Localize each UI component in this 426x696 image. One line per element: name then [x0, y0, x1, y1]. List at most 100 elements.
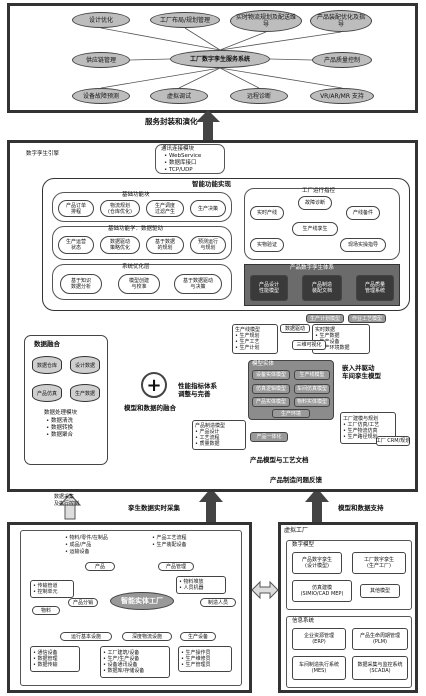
cyl-product-sim: 产品仿真 [32, 384, 62, 402]
fc-node-6: 现场实操指导 [340, 238, 386, 252]
data-proc-title: 数据处理模块 [44, 410, 78, 416]
pt-node-2: 产品制造 装配文档 [302, 275, 342, 301]
service-oval-3: 实时物流规划及配送维导 [230, 10, 302, 32]
model-1: 产品数字孪生 (设计模型) [292, 552, 342, 574]
smart-function-title: 智能功能实现 [192, 180, 231, 188]
system-mes: 车间制造执行系统 (MES) [292, 656, 346, 680]
service-oval-1: 设计优化 [72, 12, 130, 28]
system-plm: 产品生命周期管理 (PLM) [352, 628, 408, 650]
smart-node-3-3: 基于数据驱动 与决策 [174, 274, 222, 294]
cyl-design-data: 设计数据 [70, 356, 100, 374]
engine-title: 数字孪生引擎 [26, 151, 60, 157]
smart-row-3-title: 系统优化层 [122, 264, 150, 270]
product-twin-title: 产品数字孪生体系 [290, 265, 335, 271]
bl-label-material: 物料 [32, 606, 60, 615]
feedback-label: 产品制造问题反馈 [270, 476, 322, 484]
bl-top-item-2: • 产品工艺流程 • 生产装配设备 [152, 535, 187, 548]
info-system-title: 信息系统 [292, 618, 315, 624]
data-proc-2: • 数据转换 [46, 425, 73, 431]
bl-box-2: • 物料堆放 • 人员机器 [176, 576, 226, 594]
fc-node-2: 故障诊断 [298, 196, 332, 210]
model-4: 其他模型 [360, 584, 400, 598]
model-entity-title: 模型实体 [252, 361, 275, 367]
cyl-data-warehouse: 数据仓库 [32, 356, 62, 374]
service-oval-8: 虚拟调试 [150, 88, 208, 104]
service-center-oval: 工厂数字孪生服务系统 [170, 50, 270, 68]
service-oval-2: 工厂布局/规划管理 [150, 12, 220, 28]
system-scada: 数据采集与监控系统 (SCADA) [352, 656, 408, 680]
smart-node-2-4: 预测运行 与规划 [190, 236, 226, 254]
model-cell-4: 车间仿真模型 [294, 384, 330, 394]
smart-node-1-3: 生产调度 过滤产生 [146, 200, 184, 217]
cyl-production-data: 生产数据 [70, 384, 100, 402]
pt-node-3: 产品质量 管理系统 [356, 275, 394, 301]
smart-node-3-1: 基于知识 数据分析 [60, 274, 102, 294]
service-oval-4: 产品装配优化及指导 [310, 10, 372, 32]
model-cell-7: 生产环境 [272, 409, 310, 418]
comm-module: 通讯连接模块 • WebService • 数据库接口 • TCP/UDP [155, 144, 225, 174]
plus-icon: + [141, 372, 167, 398]
bl-label-product-mgmt: 产品管理 [158, 562, 194, 571]
smart-row-1-title: 基础功能块 [122, 192, 150, 198]
fc-node-4: 生产线孪生 [292, 222, 338, 236]
smart-node-2-3: 基于数据 的规划 [146, 236, 184, 254]
tag-process-model: 作业工艺模型 [348, 314, 386, 323]
fc-node-1: 实时产线 [250, 206, 284, 220]
smart-node-2-2: 数据驱动 策略优化 [100, 236, 140, 254]
fc-node-3: 产线备件 [346, 206, 380, 220]
left-collect-label: 数据采集 及执行控制 [54, 494, 80, 507]
comm-line-1: 通讯连接模块 [161, 146, 195, 152]
bl-box-1: • 传输管道 • 控制单元 [30, 580, 74, 598]
service-oval-7: 设备故障预测 [72, 88, 130, 104]
smart-node-1-1: 产品订单 排程 [58, 200, 94, 217]
fc-node-5: 实物验证 [250, 238, 284, 252]
bl-top-item-1: • 物料/零件/在制品 • 成品/产品 • 运输设备 [65, 535, 108, 555]
realtime-collect-label: 孪生数据实时采集 [128, 504, 180, 512]
comm-line-3: • 数据库接口 [164, 160, 197, 166]
model-support-label: 模型和数据支持 [338, 504, 384, 512]
bl-box-3: • 通信设备 • 数据管理 • 数据传输 [30, 646, 80, 672]
cycle-node-5: 产品一体化 [250, 432, 288, 442]
cycle-node-1: 生产线模型 • 生产规划 • 生产工艺 • 生产计划 [232, 324, 278, 354]
comm-line-2: • WebService [164, 153, 202, 159]
smart-factory-oval: 智能实体工厂 [110, 592, 174, 610]
cycle-node-6: 三维可视化 [292, 340, 326, 350]
fusion-label: 模型和数据的融合 [124, 404, 176, 412]
tag-plan-model: 生产计划模型 [306, 314, 344, 323]
cycle-node-4: 工厂建模与规划 • 工厂仿真/工艺 • 生产物流仿真 • 生产路径规划 [340, 412, 396, 444]
model-cell-1: 设备实体模型 [252, 370, 290, 380]
virtual-factory-title: 虚拟工厂 [284, 527, 309, 534]
smart-node-1-2: 物流规划 (仓库优化) [100, 200, 140, 217]
perf-label: 性能指标体系 调整与完善 [178, 382, 217, 398]
model-cell-6: 物料实体模型 [294, 397, 330, 407]
bl-label-product: 产品 [85, 562, 115, 571]
cycle-node-7: 工厂 CRM/规划 [375, 436, 411, 446]
model-2: 工厂数字孪生 (生产工厂) [352, 552, 406, 574]
model-cell-5: 产品实体模型 [252, 397, 290, 407]
arrow-label-services: 服务封装和演化 [145, 117, 198, 126]
smart-node-3-2: 模型创建 与校准 [118, 274, 160, 294]
smart-row-2-title: 基础功能学：数据驱动 [108, 226, 164, 232]
service-oval-9: 远程诊断 [230, 88, 288, 104]
factory-control-title: 工厂运行指控 [302, 188, 336, 194]
bl-box-5: • 生产操作员 • 生产维修员 • 生产管理员 [178, 646, 232, 672]
service-oval-6: 产品质量控制 [312, 52, 372, 68]
service-oval-5: 供应链管理 [72, 52, 130, 68]
bl-label-logistics: 深度物流设施 [122, 632, 172, 641]
bl-label-staff: 制造人员 [200, 598, 236, 607]
data-fusion-title: 数据融合 [34, 340, 60, 348]
tag-data-driven: 数据驱动 [280, 324, 310, 333]
bl-label-infra: 运行基本设施 [60, 632, 112, 641]
cycle-node-3: 产品制造模型 • 产品设计 • 工艺流程 • 质量数据 [192, 420, 246, 450]
smart-node-2-1: 生产运营 状态 [58, 236, 94, 254]
bl-label-equipment: 生产设备 [180, 632, 216, 641]
data-proc-1: • 数据清洗 [46, 418, 73, 424]
smart-node-1-4: 生产决策 [190, 200, 226, 217]
model-3: 仿真建模 (SIMIO/CAD MEP) [292, 580, 352, 602]
comm-line-4: • TCP/UDP [164, 167, 193, 173]
pt-node-1: 产品设计 性能模型 [250, 275, 288, 301]
product-model-label: 产品模型与工艺文档 [250, 456, 309, 464]
model-cell-3: 仿真逻辑模型 [252, 384, 290, 394]
bl-box-4: • 工厂建筑/设备 • 生产/生产设备 • 设备通讯设备 • 数据库/存储设备 [100, 646, 170, 678]
bl-label-distribution: 产品分销 [68, 598, 98, 607]
